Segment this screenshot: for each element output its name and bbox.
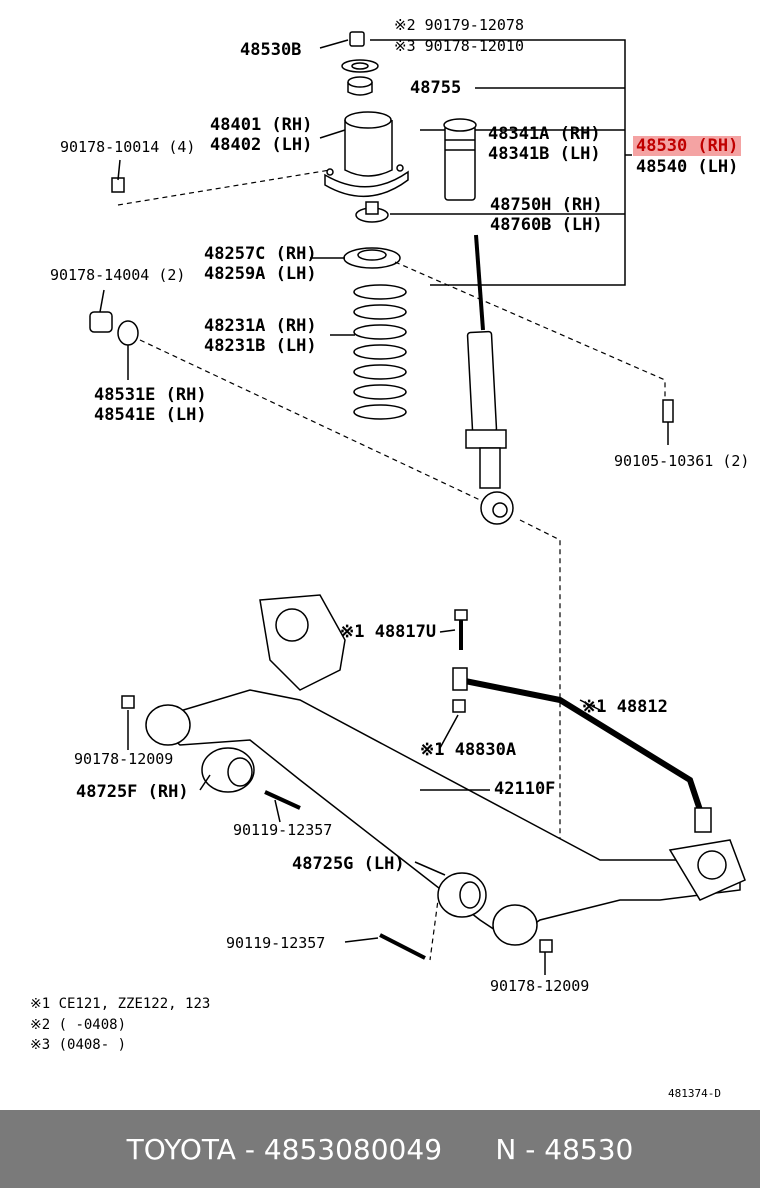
label-48755: 48755 [410, 78, 462, 98]
stabilizer-bar-48812-part [452, 667, 712, 833]
label-42110f: 42110F [494, 779, 556, 799]
spring-seat-part [343, 247, 401, 269]
suspension-exploded-diagram [89, 31, 746, 975]
label-48401-rh: 48401 (RH) [210, 115, 313, 135]
note-1: ※1 CE121, ZZE122, 123 [30, 996, 211, 1012]
bellows-boot-part [443, 118, 477, 201]
footer-part-code: N - 48530 [495, 1132, 634, 1166]
bolt-90119-12357-upper-part [264, 790, 301, 810]
label-48750h-rh: 48750H (RH) [490, 195, 603, 215]
bushing-48725f-part [201, 747, 255, 793]
nut-48830a-part [452, 699, 466, 713]
label-48231a-rh: 48231A (RH) [204, 316, 317, 336]
axle-beam-42110f-part [145, 594, 746, 946]
bound-stopper-part [355, 201, 389, 223]
label-48541e-lh: 48541E (LH) [94, 405, 207, 425]
label-90119-12357-upper: 90119-12357 [233, 821, 333, 839]
shock-absorber-part [465, 234, 514, 525]
assembly-bracket-line [370, 39, 626, 286]
label-48540-lh: 48540 (LH) [636, 157, 739, 177]
bolt-90119-12357-lower-part [379, 933, 426, 960]
label-48257c-rh: 48257C (RH) [204, 244, 317, 264]
bushing-48755-part [347, 76, 373, 96]
washer-48531e-part [117, 320, 139, 346]
label-48530b: 48530B [240, 40, 302, 60]
label-48530-rh-highlighted[interactable]: 48530 (RH) [633, 136, 742, 156]
label-48231b-lh: 48231B (LH) [204, 336, 317, 356]
nut-90178-10014-part [111, 177, 125, 193]
label-90178-12009-upper: 90178-12009 [74, 750, 174, 768]
note-3: ※3 (0408- ) [30, 1037, 127, 1053]
footer-bar: TOYOTA - 4853080049 N - 48530 [0, 1110, 760, 1188]
footer-part-number: 4853080049 [263, 1132, 443, 1166]
footer-brand: TOYOTA [126, 1132, 236, 1166]
label-48760b-lh: 48760B (LH) [490, 215, 603, 235]
bolt-48817u-part [454, 609, 468, 650]
nut-90178-12009-part [121, 695, 553, 953]
label-48817u: ※1 48817U [340, 622, 437, 642]
label-48259a-lh: 48259A (LH) [204, 264, 317, 284]
bolt-90105-part [662, 399, 674, 423]
label-48531e-rh: 48531E (RH) [94, 385, 207, 405]
label-48341a-rh: 48341A (RH) [488, 124, 601, 144]
label-90178-14004: 90178-14004 (2) [50, 266, 186, 284]
label-48812: ※1 48812 [582, 697, 668, 717]
label-90119-12357-lower: 90119-12357 [226, 934, 326, 952]
label-90179-12078: ※2 90179-12078 [394, 16, 524, 34]
label-90178-10014: 90178-10014 (4) [60, 138, 196, 156]
label-48830a: ※1 48830A [420, 740, 517, 760]
diagram-code: 481374-D [668, 1087, 721, 1100]
label-48341b-lh: 48341B (LH) [488, 144, 601, 164]
label-48402-lh: 48402 (LH) [210, 135, 313, 155]
washer-48530b-part [341, 59, 379, 73]
bushing-48725g-part [437, 872, 487, 918]
nut-90178-14004-part [89, 311, 113, 333]
top-nut-part [349, 31, 365, 47]
coil-spring-part [353, 284, 407, 420]
support-mount-part [324, 111, 409, 197]
label-90178-12010: ※3 90178-12010 [394, 37, 524, 55]
label-90178-12009-lower: 90178-12009 [490, 977, 590, 995]
label-90105-10361: 90105-10361 (2) [614, 452, 750, 470]
label-48725f-rh: 48725F (RH) [76, 782, 189, 802]
label-48725g-lh: 48725G (LH) [292, 854, 405, 874]
note-2: ※2 ( -0408) [30, 1017, 127, 1033]
